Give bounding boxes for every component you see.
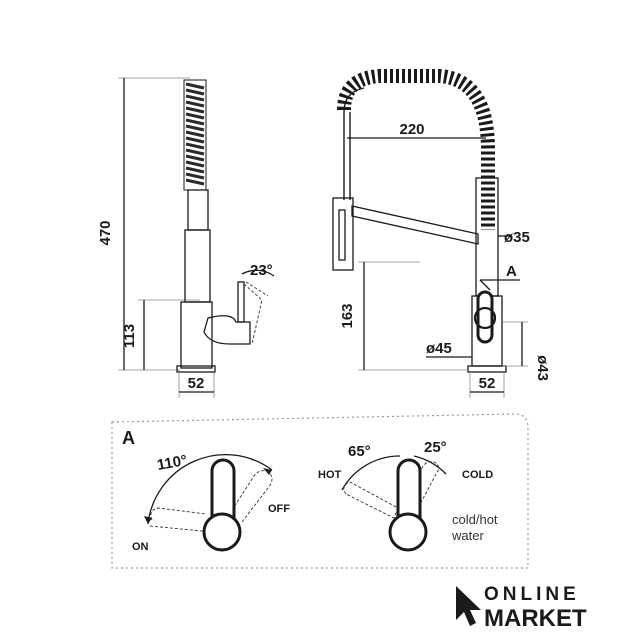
front-height-label: 163 [339, 303, 356, 328]
spray-head-side [184, 229, 211, 303]
hotcold-lever-diagram: 65° 25° HOT COLD cold/hot water [318, 439, 498, 552]
body-side [180, 301, 213, 369]
handle-rotated-dashed [243, 281, 269, 345]
hot-position-dashed [343, 481, 399, 519]
reach-label: 220 [399, 121, 424, 138]
hot-arc [341, 455, 401, 491]
brand-logo: ONLINE MARKET [456, 584, 587, 632]
detail-panel-marker: A [122, 428, 135, 448]
base-front [467, 365, 507, 373]
handle-knob [476, 290, 494, 344]
note-line1: cold/hot [452, 512, 498, 527]
handle-knob-circle [473, 306, 497, 330]
upper-tube [187, 189, 209, 231]
front-view: 220 ø35 A 163 ø45 ø43 [332, 69, 551, 398]
off-position-dashed [231, 470, 273, 523]
on-position-dashed [150, 507, 207, 521]
base-width-label: 52 [188, 375, 205, 392]
arched-spring [337, 69, 495, 230]
lever-knob [202, 512, 242, 552]
body-diameter-label: ø45 [426, 340, 452, 357]
base-diameter-label: ø43 [534, 355, 551, 381]
cold-arc [413, 455, 447, 475]
cold-angle-label: 25° [424, 439, 447, 456]
note-line2: water [451, 528, 484, 543]
onoff-lever-diagram: 110° ON OFF [132, 452, 290, 553]
brand-line2: MARKET [484, 605, 587, 632]
rotation-arc [147, 453, 273, 525]
hot-angle-label: 65° [348, 443, 371, 460]
handle-angle-label: 23° [250, 262, 273, 279]
cold-position-dashed [407, 461, 439, 513]
spout-diameter-label: ø35 [504, 229, 530, 246]
handle-side [203, 315, 251, 345]
total-height-label: 470 [97, 220, 114, 245]
off-label: OFF [268, 503, 290, 515]
hotcold-lever-knob [388, 512, 428, 552]
spring-coil [183, 79, 207, 191]
brand-line1: ONLINE [484, 584, 580, 605]
angle-arc [241, 269, 275, 277]
cold-label: COLD [462, 469, 493, 481]
spray-arm [351, 205, 479, 245]
on-label: ON [132, 541, 149, 553]
detail-marker-label: A [506, 263, 517, 280]
cursor-arrow-icon [456, 586, 481, 626]
handle-height-label: 113 [121, 324, 138, 348]
detail-a-panel: A 110° ON OFF 65° 25° HOT COLD [111, 413, 529, 569]
rotation-angle-label: 110° [156, 452, 189, 474]
hot-label: HOT [318, 469, 342, 481]
side-view: 470 113 23° 52 [97, 77, 275, 398]
spray-head-front [332, 197, 354, 271]
base-side [176, 365, 216, 373]
handle-lever [237, 281, 245, 323]
spray-button [338, 209, 346, 261]
front-base-width-label: 52 [479, 375, 496, 392]
